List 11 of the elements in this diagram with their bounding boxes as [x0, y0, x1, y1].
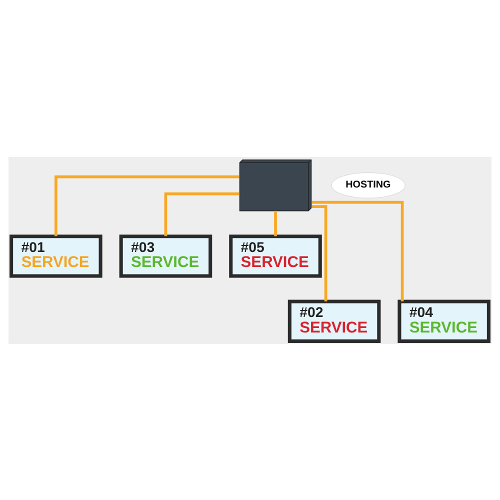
node-box: #03 SERVICE — [119, 234, 212, 278]
connector — [164, 192, 240, 236]
node-box: #05 SERVICE — [229, 234, 322, 278]
connector — [312, 200, 404, 301]
connector — [312, 204, 328, 301]
node-ellipse: HOSTING — [331, 172, 406, 198]
connector — [274, 210, 277, 236]
connector — [54, 174, 240, 236]
node-box: #02 SERVICE — [288, 299, 381, 342]
node-box: #04 SERVICE — [398, 299, 490, 342]
node-box: #01 SERVICE — [10, 234, 102, 278]
